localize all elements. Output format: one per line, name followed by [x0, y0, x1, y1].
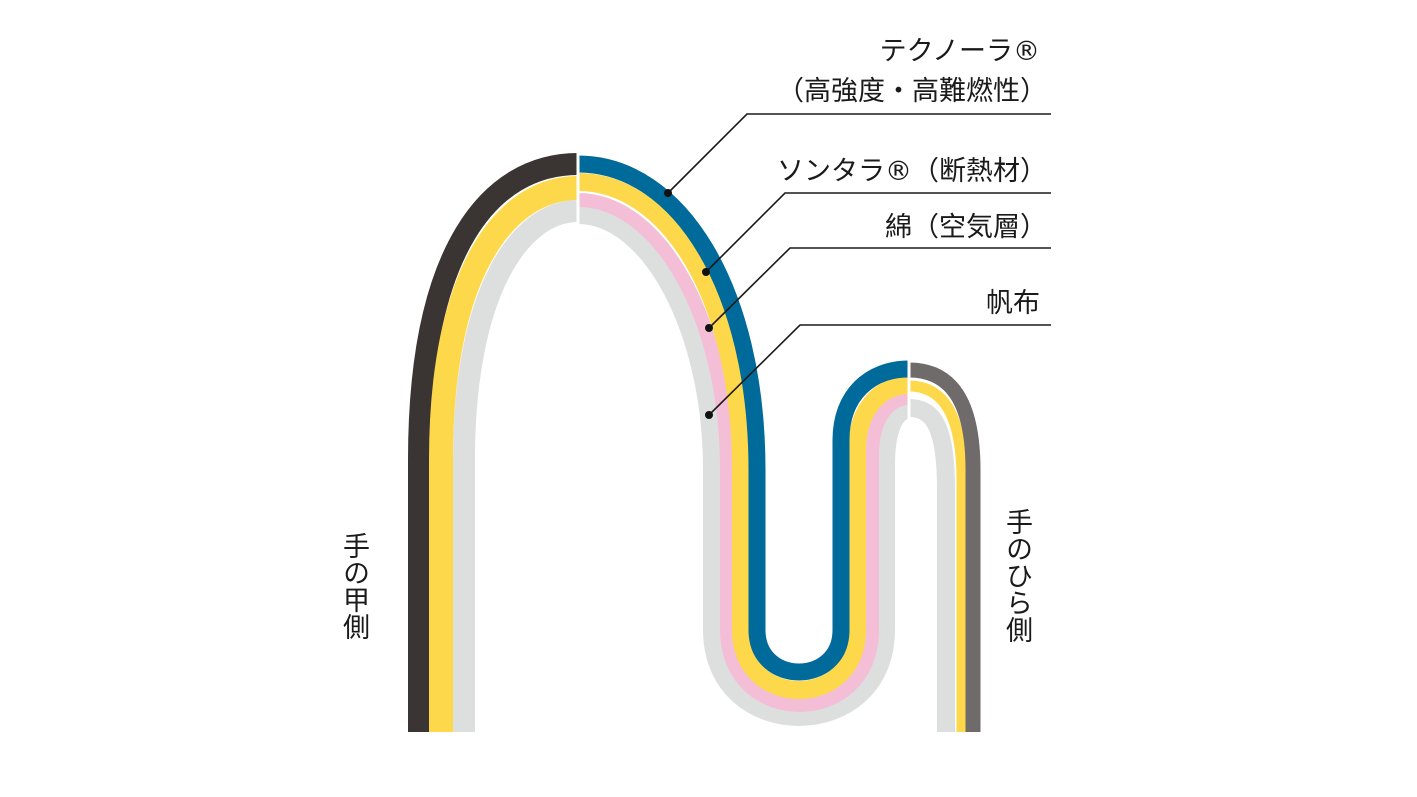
label-sontara: ソンタラ®（断熱材） — [777, 156, 1047, 187]
label-tecnora-desc: （高強度・高難燃性） — [777, 76, 1047, 107]
cotton-layer — [577, 193, 910, 712]
tecnora-layer — [577, 155, 910, 681]
back-sontara-layer — [429, 176, 579, 732]
palm-canvas-layer — [908, 399, 955, 732]
label-cotton: 綿（空気層） — [885, 212, 1047, 243]
leader-sontara — [705, 192, 1051, 273]
label-tecnora-name: テクノーラ® — [879, 36, 1040, 67]
back-outer-layer — [408, 153, 579, 732]
back-canvas-layer — [453, 200, 579, 732]
sontara-layer — [577, 173, 910, 699]
label-canvas: 帆布 — [986, 288, 1040, 319]
leader-tecnora — [667, 113, 1051, 194]
leader-dot-cotton — [705, 324, 713, 332]
label-back-side: 手の甲側 — [338, 532, 369, 640]
palm-sontara-layer — [908, 380, 968, 732]
canvas-layer — [577, 206, 911, 726]
leader-dot-tecnora — [664, 189, 672, 197]
leader-dot-canvas — [705, 411, 713, 419]
leader-canvas — [708, 324, 1051, 416]
palm-outer-layer — [908, 362, 981, 732]
label-palm-side: 手のひら側 — [1001, 508, 1032, 643]
leader-cotton — [708, 247, 1051, 329]
leader-dot-sontara — [702, 268, 710, 276]
